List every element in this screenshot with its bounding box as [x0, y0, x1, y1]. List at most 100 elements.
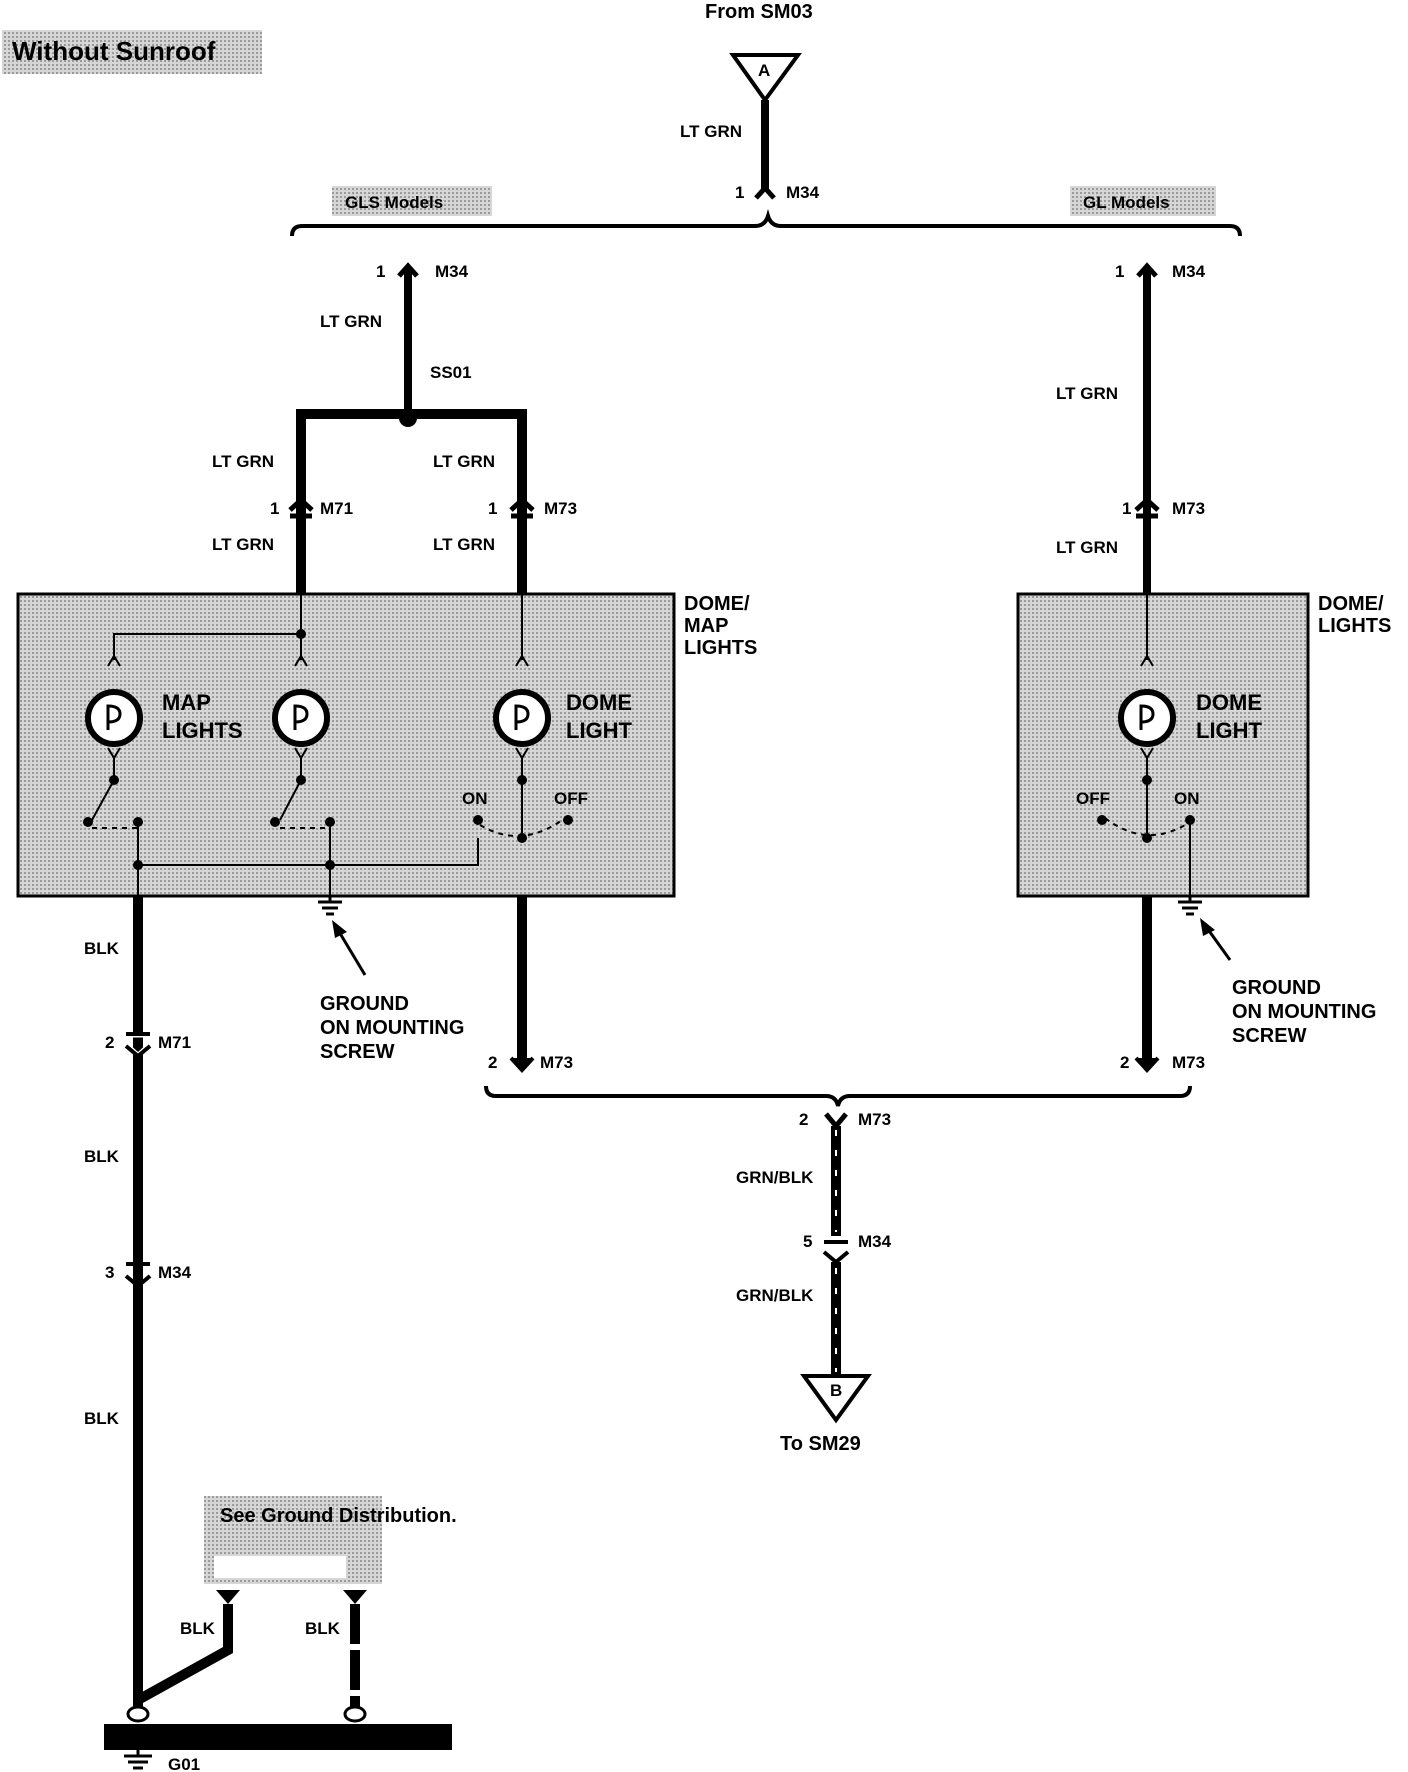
- switch-on-label: ON: [462, 789, 488, 808]
- connector-label: M34: [858, 1232, 892, 1251]
- pin-label: 1: [1122, 499, 1131, 518]
- connector-m34-out: [822, 1240, 850, 1265]
- pin-label: 1: [735, 183, 744, 202]
- wire-label: LT GRN: [680, 122, 742, 141]
- ground-arrow-right: [1200, 918, 1232, 961]
- pin-label: 1: [1115, 262, 1124, 281]
- gl-models-label: GL Models: [1083, 193, 1170, 212]
- gl-switch-on-label: ON: [1174, 789, 1200, 808]
- pin-label: 2: [105, 1033, 114, 1052]
- splice-label: SS01: [430, 363, 472, 382]
- wire-label: LT GRN: [433, 452, 495, 471]
- gls-models-label: GLS Models: [345, 193, 443, 212]
- wire-label: LT GRN: [212, 452, 274, 471]
- connector-a-label: A: [758, 61, 770, 80]
- output-brace: [484, 1085, 1192, 1107]
- ground-mounting-label-right: GROUND: [1232, 977, 1321, 999]
- dome-map-lights-title: DOME/: [684, 593, 750, 615]
- pin-label: 1: [488, 499, 497, 518]
- connector-m34-top: [754, 184, 776, 200]
- connector-label: M71: [158, 1033, 191, 1052]
- ground-mounting-label: GROUND: [320, 993, 409, 1015]
- gls-models-box: [332, 186, 492, 216]
- wire-label: LT GRN: [433, 535, 495, 554]
- pin-label: 2: [799, 1110, 808, 1129]
- ground-mounting-label: SCREW: [320, 1041, 395, 1063]
- gl-internal-wiring: [1140, 594, 1191, 896]
- connector-m73-gls-bottom: [509, 1056, 535, 1073]
- pin-label: 2: [1120, 1053, 1129, 1072]
- ground-mounting-label-right: ON MOUNTING: [1232, 1001, 1376, 1023]
- connector-label: M34: [786, 183, 820, 202]
- connector-label: M73: [1172, 1053, 1205, 1072]
- connector-a-triangle: [729, 53, 802, 104]
- map-lights-label: LIGHTS: [162, 718, 243, 743]
- ground-eyelets: [126, 1705, 367, 1723]
- ground-dist-feeds: [135, 1590, 367, 1708]
- wire-label: BLK: [84, 1409, 120, 1428]
- pin-label: 5: [803, 1232, 812, 1251]
- connector-m34-gl: [1136, 262, 1158, 278]
- dome-light-bulb: [493, 689, 551, 747]
- ground-symbol-right: [1178, 896, 1202, 916]
- wire-label: BLK: [84, 1147, 120, 1166]
- connector-label: M71: [320, 499, 353, 518]
- wire-label: GRN/BLK: [736, 1286, 814, 1305]
- connector-b-label: B: [830, 1381, 842, 1400]
- wire-label: LT GRN: [320, 312, 382, 331]
- map-light-bulb-2: [272, 689, 330, 747]
- gl-dome-light-label: DOME: [1196, 690, 1262, 715]
- wire-label: BLK: [84, 939, 120, 958]
- map-light-bulb-1: [85, 689, 143, 747]
- pin-label: 3: [105, 1263, 114, 1282]
- switch-nodes: [83, 629, 573, 870]
- ground-mounting-label-right: SCREW: [1232, 1025, 1307, 1047]
- connector-m73-top: [509, 496, 535, 519]
- connector-m73-gl-top: [1134, 496, 1160, 519]
- dome-map-lights-title: MAP: [684, 615, 728, 637]
- model-brace: [290, 209, 1242, 237]
- gl-models-box: [1070, 186, 1216, 216]
- wire-label: BLK: [305, 1619, 341, 1638]
- ground-ref-label: G01: [168, 1755, 200, 1772]
- ground-bar-g01: [104, 1724, 452, 1750]
- connector-label: M73: [544, 499, 577, 518]
- ground-distribution-blank: [214, 1556, 346, 1578]
- diagram-title: Without Sunroof: [12, 36, 216, 66]
- ground-symbol-left: [318, 896, 342, 916]
- dome-lights-title: DOME/: [1318, 593, 1384, 615]
- title-box: [2, 30, 262, 74]
- ground-arrow-left: [332, 920, 367, 976]
- gl-dome-light-label: LIGHT: [1196, 718, 1263, 743]
- connector-m34-left: [124, 1262, 152, 1289]
- wire-label: LT GRN: [212, 535, 274, 554]
- connector-label: M73: [858, 1110, 891, 1129]
- wire-label: GRN/BLK: [736, 1168, 814, 1187]
- dome-map-lights-component: [16, 592, 676, 898]
- splice-ss01: [399, 409, 417, 427]
- ground-symbol-g01: [124, 1750, 152, 1770]
- connector-m73-out: [824, 1112, 848, 1130]
- dome-light-label: DOME: [566, 690, 632, 715]
- gl-switch-nodes: [1097, 775, 1195, 843]
- connector-label: M73: [540, 1053, 573, 1072]
- connector-label: M73: [1172, 499, 1205, 518]
- gl-switch-dashes: [1104, 780, 1191, 838]
- pin-label: 1: [270, 499, 279, 518]
- pin-label: 2: [488, 1053, 497, 1072]
- wire-label: BLK: [180, 1619, 216, 1638]
- switch-off-label: OFF: [554, 789, 588, 808]
- connector-m34-gls: [397, 262, 419, 278]
- connector-label: M34: [435, 262, 469, 281]
- connector-label: M34: [1172, 262, 1206, 281]
- ground-mounting-label: ON MOUNTING: [320, 1017, 464, 1039]
- connector-m71-bottom-outline: [124, 1032, 152, 1059]
- to-label: To SM29: [780, 1433, 861, 1455]
- ground-distribution-note: See Ground Distribution.: [220, 1505, 457, 1527]
- gl-switch-off-label: OFF: [1076, 789, 1110, 808]
- dome-lights-component: [1016, 592, 1310, 898]
- dome-lights-title: LIGHTS: [1318, 615, 1391, 637]
- connector-m71-top: [288, 496, 314, 519]
- gl-dome-light-bulb: [1118, 689, 1176, 747]
